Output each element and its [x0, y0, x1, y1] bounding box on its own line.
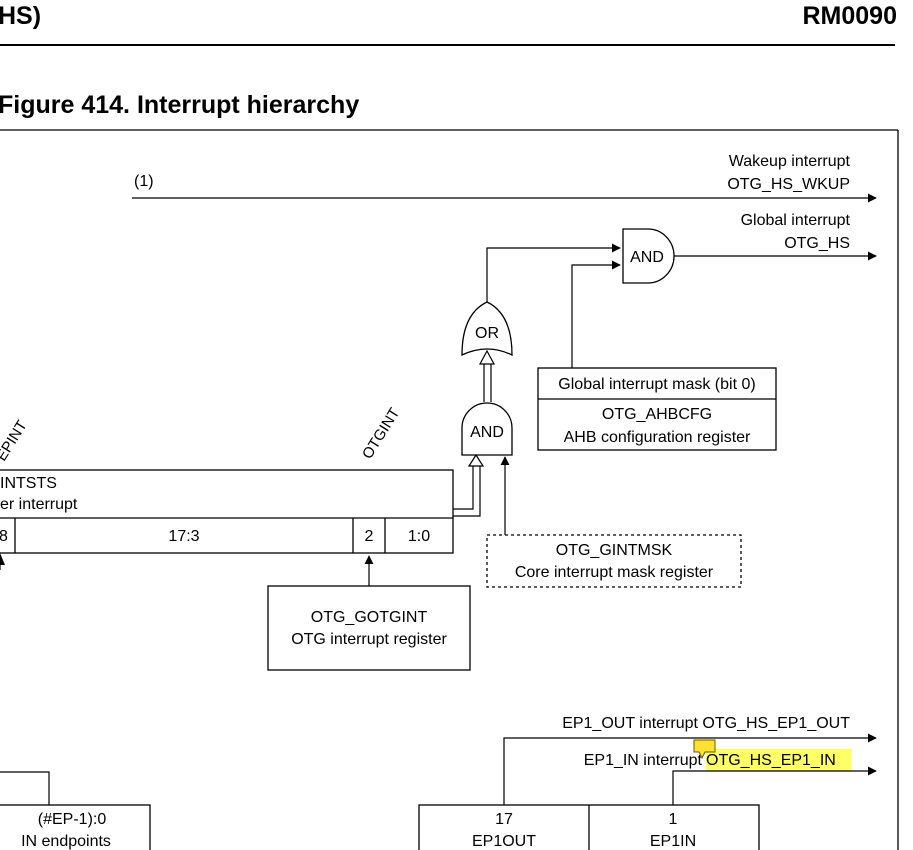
gintsts-to-and-line-a: [453, 464, 474, 510]
or-gate-label: OR: [475, 325, 499, 342]
in-endpoints-desc: IN endpoints: [21, 833, 111, 850]
or-gate: [461, 301, 513, 357]
gintsts-register-box: [0, 469, 454, 554]
and-gate-mid-label: AND: [470, 424, 504, 441]
header-rule: [0, 44, 895, 46]
wakeup-interrupt-label: Wakeup interrupt: [729, 153, 851, 170]
ep1-in-signal-label: OTG_HS_EP1_IN: [706, 752, 836, 769]
or-to-and-line: [486, 243, 621, 303]
gintmsk-register-name: OTG_GINTMSK: [556, 542, 673, 559]
ep1-in-signal-highlight: [706, 749, 851, 771]
gotgint-register-box: [267, 585, 471, 671]
ep1in-name: EP1IN: [650, 833, 696, 850]
ep1-in-line: [672, 766, 877, 805]
global-signal-label: OTG_HS: [784, 235, 850, 252]
ahbcfg-register-name: OTG_AHBCFG: [602, 406, 712, 423]
gotgint-register-desc: OTG interrupt register: [291, 631, 447, 648]
footnote-ref: (1): [134, 173, 154, 190]
in-endpoints-line: [0, 771, 50, 805]
ahbcfg-register-box: [537, 367, 777, 451]
mask-to-and-line: [571, 260, 621, 368]
ahbcfg-register-desc: AHB configuration register: [564, 429, 751, 446]
and-gate-top-label: AND: [630, 249, 664, 266]
gintsts-to-and-line-b: [453, 464, 481, 517]
gintsts-bit-1-0: 1:0: [408, 528, 430, 545]
in-endpoints-bits: (#EP-1):0: [38, 811, 107, 828]
ep1-out-line: [503, 733, 877, 805]
figure-title: Figure 414. Interrupt hierarchy: [0, 91, 360, 119]
ep1out-bit: 17: [495, 811, 513, 828]
header-doc-id: RM0090: [802, 2, 898, 30]
gintsts-bit-17-3: 17:3: [168, 528, 199, 545]
gintsts-register-name: INTSTS: [0, 475, 57, 492]
global-interrupt-label: Global interrupt: [741, 212, 851, 229]
gintsts-to-and-arrowhead: [467, 453, 485, 467]
global-interrupt-mask-bit: Global interrupt mask (bit 0): [558, 376, 755, 393]
gintmsk-register-box: [486, 534, 742, 588]
and-gate-top: [622, 228, 675, 284]
gintsts-bit-2: 2: [365, 528, 374, 545]
epint-label: EPINT: [0, 418, 31, 464]
otgint-label: OTGINT: [359, 405, 403, 462]
and-gate-mid: [461, 402, 513, 456]
and-to-or-arrowhead: [478, 349, 496, 365]
header-section-label: HS): [0, 2, 42, 30]
ep1out-name: EP1OUT: [472, 833, 536, 850]
ep1-in-interrupt-label: EP1_IN interrupt: [584, 752, 703, 769]
gintsts-bit-18: 8: [0, 528, 8, 545]
gintmsk-register-desc: Core interrupt mask register: [515, 564, 714, 581]
wakeup-signal-label: OTG_HS_WKUP: [727, 176, 850, 193]
annotation-note-marker: [693, 739, 716, 760]
in-endpoints-box: [0, 804, 151, 850]
ep1-out-interrupt-label: EP1_OUT interrupt OTG_HS_EP1_OUT: [562, 715, 850, 732]
ep1in-bit: 1: [669, 811, 678, 828]
gotgint-register-name: OTG_GOTGINT: [311, 609, 428, 626]
epint-up-arrowhead: [0, 553, 5, 565]
gintsts-register-desc: er interrupt: [0, 496, 78, 513]
